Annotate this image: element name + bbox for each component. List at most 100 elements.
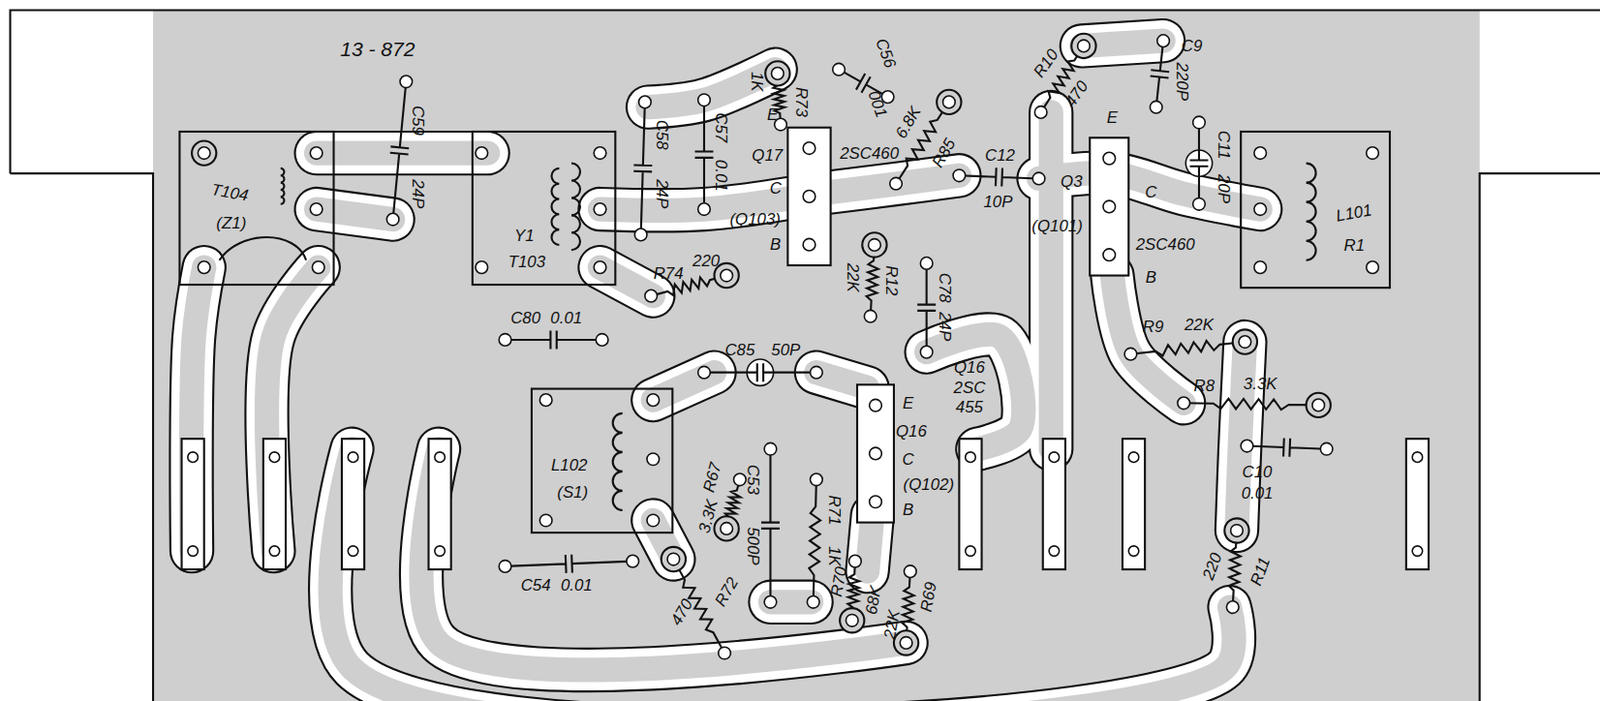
part-label: 0.01 [560,577,593,596]
tab-hole [1128,452,1139,463]
pad-hole [802,190,816,204]
part-label: 220P [1172,62,1192,101]
pad-hole [1103,152,1116,165]
copper-trace [421,449,907,671]
tab-hole [187,452,199,463]
pad-hole [1238,336,1252,349]
part-label: 1K [826,546,845,567]
transistor-body [1089,137,1129,276]
copper-trace [1039,173,1262,210]
pad-hole [386,213,400,226]
part-label: R70 [827,565,851,599]
coil-can: L101R1 [1239,130,1391,289]
copper-trace [647,69,776,108]
part-label: (Q101) [1031,217,1082,237]
copper-trace [816,175,960,194]
pad-hole [498,334,512,347]
pad-hole [764,442,777,456]
part-label: 0.01 [1241,484,1274,503]
part-label: 13 - 872 [339,37,415,61]
solder-pad [661,547,686,572]
part-label: R11 [1246,554,1274,588]
pad-hole [1312,399,1325,412]
capacitor-symbol [1150,40,1170,108]
pad-hole [1230,524,1244,538]
tab-hole [347,546,359,557]
pad-hole [1226,601,1239,615]
part-label: R10 [1029,45,1062,81]
part-label: 24P [409,179,429,209]
copper-trace [1236,341,1245,531]
pad-hole [810,473,824,487]
pad-hole [1157,34,1170,48]
coil-label: T104 [210,181,250,206]
part-label: 0.01 [550,309,583,329]
solder-pad [714,516,739,541]
part-label: 0.01 [712,159,732,192]
part-label: E [1107,108,1118,127]
pad-hole [806,595,820,609]
part-label: 470 [1061,77,1092,111]
part-label: 68K [861,584,885,616]
part-label: C80 [510,309,541,329]
copper-trace [600,267,654,297]
pad-hole [309,203,323,216]
part-label: 22K [844,263,863,293]
part-label: 10P [983,192,1013,212]
coil-winding [280,168,285,205]
pad-hole [953,169,966,183]
pad-hole [475,261,489,275]
part-label: 22K [1184,315,1214,335]
components [191,33,1379,660]
copper-trace [867,515,873,572]
resistor-symbol [808,479,821,602]
part-label: 50P [770,340,800,360]
part-label: R74 [653,264,684,283]
coil-can: Y1T103 [471,130,617,286]
edge-tab [429,438,452,570]
solder-pad [1224,518,1249,543]
pad-hole [593,261,607,275]
pad-hole [1254,147,1267,160]
pad-hole [869,495,883,509]
part-label: R73 [792,87,811,118]
part-label: Q16 [953,358,985,377]
copper-trace [816,175,960,194]
pad-hole [869,399,883,412]
coil-label: (Z1) [215,214,247,233]
copper-trace [600,267,654,297]
copper-trace [647,69,776,108]
solder-pad [839,608,864,633]
capacitor-symbol [390,81,409,219]
part-label: R67 [699,461,725,495]
copper-trace [926,334,1024,449]
part-label: 3.3K [695,497,722,535]
pad-hole [539,514,553,527]
part-label: 2SC460 [839,144,899,163]
part-label: (Q102) [903,475,954,494]
pad-hole [311,261,325,275]
pad-hole [667,553,680,566]
pad-hole [802,142,816,155]
part-label: C58 [653,120,673,151]
pad-hole [903,565,917,579]
coil-label: L101 [1334,201,1374,226]
pad-hole [646,394,660,407]
tab-hole [347,452,359,463]
part-label: R71 [826,494,845,525]
pad-hole [645,289,658,303]
pad-hole [1149,100,1163,114]
pad-hole [1077,39,1091,53]
pad-hole [698,203,711,216]
pad-hole [400,75,413,89]
part-label: 3.3K [1243,374,1278,394]
part-label: R69 [917,581,941,615]
part-label: C [902,450,915,469]
part-label: (Q103) [729,210,780,229]
part-label: 500P [743,526,763,565]
solder-pad [765,61,790,86]
pad-hole [890,177,903,190]
edge-tab [341,438,365,570]
pad-hole [639,95,652,109]
edge-tab [1406,438,1429,570]
